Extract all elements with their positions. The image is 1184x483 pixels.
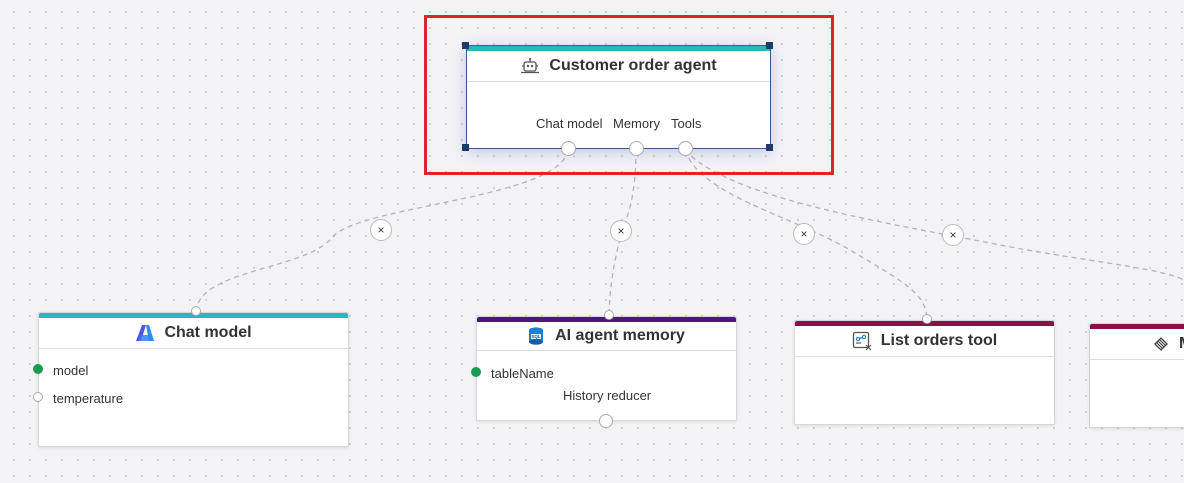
partial-tool-header: M [1090,329,1184,360]
agent-chat-model-port[interactable] [561,141,576,156]
svg-text:SQL: SQL [531,334,541,339]
partial-tool-node[interactable]: M [1089,323,1184,428]
memory-output-port[interactable] [604,310,614,320]
agent-node-title: Customer order agent [549,57,717,74]
azure-openai-icon [135,323,155,343]
edge-chat-model[interactable] [195,149,569,312]
memory-title: AI agent memory [555,327,685,344]
remove-edge-chat-model-button[interactable]: × [370,219,392,241]
history-reducer-port[interactable] [599,414,613,428]
resize-handle-top-left[interactable] [462,42,469,49]
list-orders-tool-node[interactable]: List orders tool [794,320,1055,425]
temperature-input-port[interactable] [33,392,43,402]
agent-tools-port[interactable] [678,141,693,156]
edge-list-orders[interactable] [684,149,928,319]
slot-label-tools: Tools [671,116,702,131]
chat-model-node[interactable]: Chat model model temperature [38,312,349,447]
list-orders-title: List orders tool [880,332,998,349]
history-reducer-label: History reducer [563,388,652,403]
model-input-port[interactable] [33,364,43,374]
agent-node[interactable]: Customer order agent Chat model Memory T… [466,45,771,149]
partial-tool-accent-bar [1090,324,1184,329]
param-model: model [53,363,89,378]
edge-partial-tool[interactable] [684,149,1184,281]
chat-model-output-port[interactable] [191,306,201,316]
agent-memory-port[interactable] [629,141,644,156]
tablename-input-port[interactable] [471,367,481,377]
memory-header: SQL AI agent memory [477,322,736,351]
chat-model-header: Chat model [39,318,348,349]
slot-label-memory: Memory [613,116,660,131]
partial-tool-title: M [1179,335,1184,353]
remove-edge-partial-tool-button[interactable]: × [942,224,964,246]
tool-function-icon [852,331,872,351]
resize-handle-bottom-left[interactable] [462,144,469,151]
list-orders-header: List orders tool [795,326,1054,357]
list-orders-output-port[interactable] [922,314,932,324]
chat-model-title: Chat model [164,324,252,341]
param-temperature: temperature [53,391,124,406]
sql-database-icon: SQL [528,326,546,346]
memory-node[interactable]: SQL AI agent memory tableName History re… [476,316,737,421]
selection-highlight [424,15,834,175]
param-tablename: tableName [491,366,554,381]
resize-handle-top-right[interactable] [766,42,773,49]
agent-node-header: Customer order agent [467,51,770,82]
remove-edge-list-orders-button[interactable]: × [793,223,815,245]
tool-icon [1152,335,1170,353]
resize-handle-bottom-right[interactable] [766,144,773,151]
slot-label-chat-model: Chat model [536,116,603,131]
robot-agent-icon [520,57,540,75]
agent-node-accent-bar [467,46,770,51]
remove-edge-memory-button[interactable]: × [610,220,632,242]
